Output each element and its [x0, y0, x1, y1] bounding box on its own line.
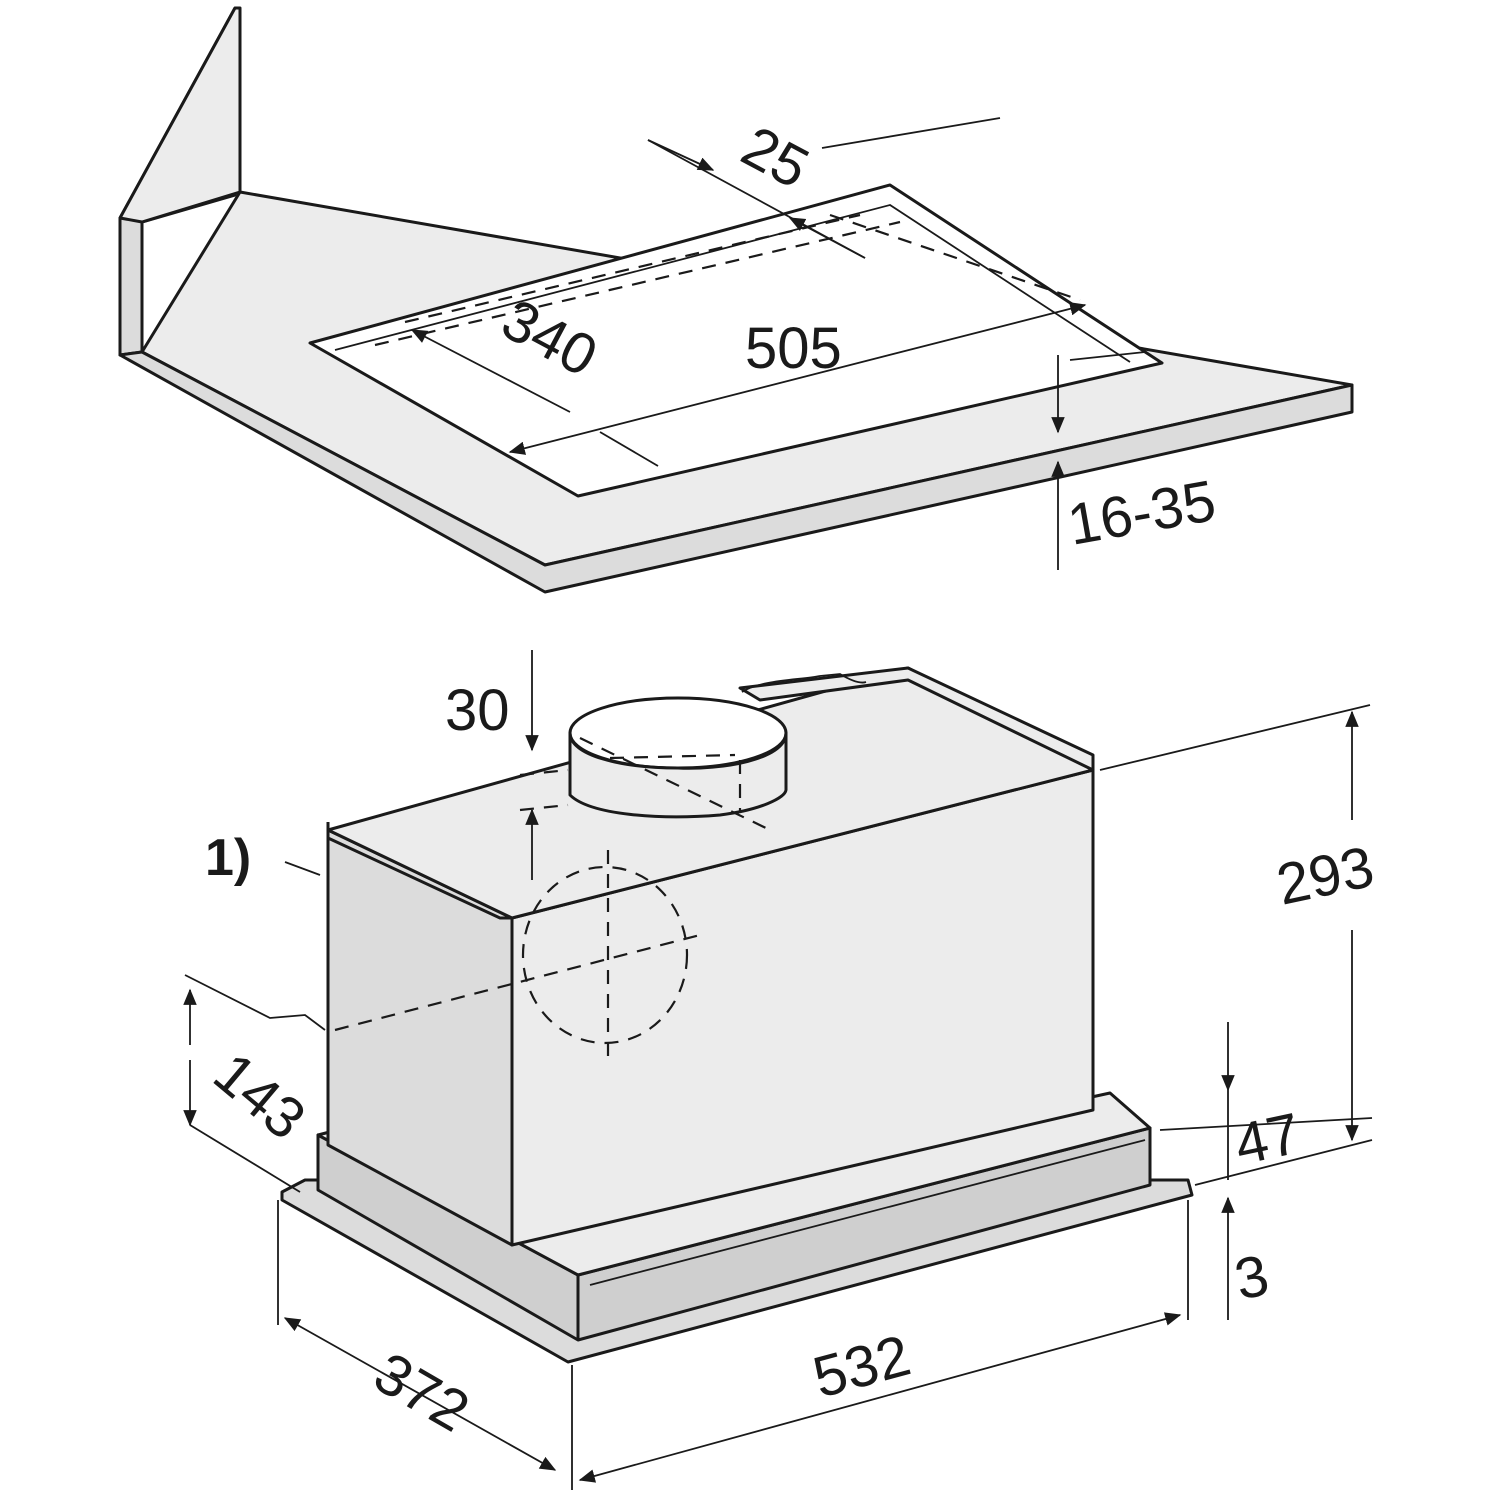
dim-30-ext-a: [519, 768, 569, 777]
dim-25-leader: [821, 117, 1001, 149]
dim-47-ext-top: [1159, 1117, 1373, 1131]
dim-30-ext-b: [519, 803, 569, 812]
dim-293-ext-top: [1099, 704, 1371, 771]
dim-25-label: 25: [732, 114, 819, 202]
dim-372-line: [283, 1317, 557, 1471]
duct-centerline: [579, 737, 771, 831]
dim-30-label: 30: [445, 678, 510, 743]
dim-16-35-ext: [1069, 351, 1146, 361]
dim-372-label: 372: [364, 1340, 480, 1445]
note-leader: [284, 861, 321, 876]
duct-collar-body: [568, 731, 788, 819]
dim-143-ext-top: [184, 974, 326, 1031]
dim-143-label: 143: [202, 1040, 318, 1152]
dim-47-ext-bottom: [1194, 1139, 1373, 1186]
dim-532-label: 532: [807, 1323, 917, 1411]
dim-3-label: 3: [1229, 1242, 1274, 1312]
side-duct-outline: [521, 865, 689, 1045]
dim-293-label: 293: [1271, 834, 1379, 918]
dim-532-line: [578, 1312, 1182, 1483]
dim-505-line: [508, 302, 1087, 455]
appliance-rear-top: [738, 666, 1095, 772]
cutout-recess-dashed: [374, 213, 1081, 347]
side-duct-centerline: [334, 850, 701, 1060]
dim-505-tick: [599, 431, 659, 467]
worktop-upstand-face: [118, 6, 242, 224]
dim-16-35-label: 16-35: [1063, 468, 1220, 558]
dim-143-ext-bottom: [189, 1124, 301, 1193]
dim-25-arrow-a: [647, 139, 715, 171]
dim-505-label: 505: [745, 316, 842, 381]
dim-47-label: 47: [1229, 1101, 1306, 1178]
worktop: 25 340 505 16-35: [118, 6, 1354, 594]
dim-25-arrow-b: [788, 217, 866, 259]
appliance: 1) 30 293 47 3 143 372: [183, 650, 1379, 1490]
note-marker: 1): [205, 829, 251, 887]
worktop-front-edge: [118, 350, 1354, 594]
rear-connector-detail: [741, 673, 867, 693]
trim-groove: [589, 1139, 1146, 1286]
appliance-front-lip: [326, 822, 512, 920]
